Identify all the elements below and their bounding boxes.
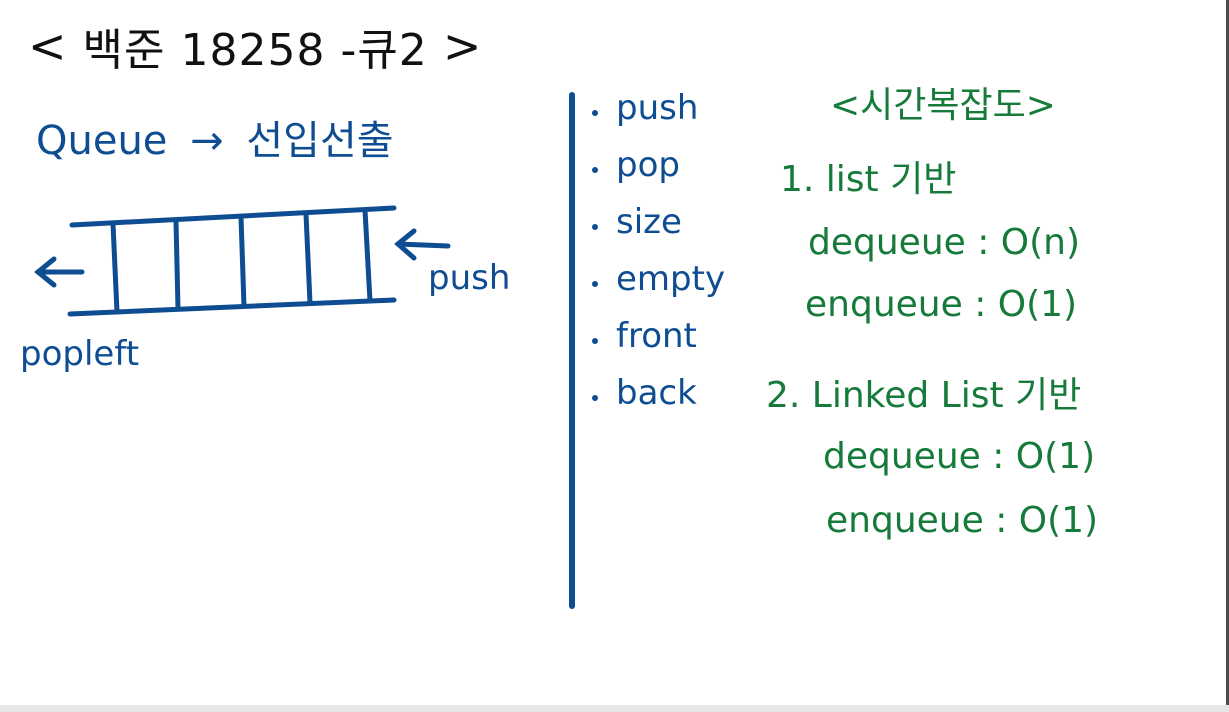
push-arrow-icon bbox=[394, 228, 451, 261]
title-close-bracket: > bbox=[442, 19, 483, 73]
list-item: size bbox=[590, 202, 725, 259]
right-arrow-icon: → bbox=[190, 118, 224, 164]
list-item: empty bbox=[590, 259, 725, 316]
operation-label: push bbox=[616, 88, 699, 128]
vertical-divider bbox=[569, 92, 575, 609]
push-label: push bbox=[428, 258, 511, 298]
title-text: 백준 18258 -큐2 bbox=[82, 25, 428, 76]
left-arrow-icon bbox=[34, 256, 85, 288]
bullet-icon bbox=[592, 281, 598, 287]
fifo-text: 선입선출 bbox=[246, 118, 394, 164]
queue-cell-divider bbox=[303, 211, 313, 306]
popleft-label: popleft bbox=[20, 334, 140, 374]
linked-list-enqueue: enqueue : O(1) bbox=[826, 500, 1099, 541]
list-based-heading: 1. list 기반 bbox=[780, 159, 957, 200]
window-edge-right bbox=[1226, 0, 1229, 712]
queue-bottom-line bbox=[67, 297, 397, 317]
queue-diagram bbox=[34, 205, 451, 317]
operation-label: front bbox=[616, 316, 697, 356]
operation-label: size bbox=[616, 202, 682, 242]
list-based-dequeue: dequeue : O(n) bbox=[808, 222, 1081, 263]
list-item: pop bbox=[590, 145, 725, 202]
page-title: < 백준 18258 -큐2 > bbox=[28, 14, 482, 78]
queue-cell-divider bbox=[110, 221, 120, 315]
list-item: push bbox=[590, 88, 725, 145]
complexity-title: <시간복잡도> bbox=[830, 85, 1056, 126]
linked-list-dequeue: dequeue : O(1) bbox=[823, 436, 1096, 477]
operation-label: empty bbox=[616, 259, 726, 299]
bullet-icon bbox=[592, 395, 598, 401]
operation-label: pop bbox=[616, 145, 680, 185]
bullet-icon bbox=[592, 224, 598, 230]
list-item: front bbox=[590, 316, 725, 373]
queue-heading: Queue → 선입선출 bbox=[36, 108, 394, 166]
queue-cell-divider bbox=[173, 218, 181, 312]
queue-word: Queue bbox=[36, 118, 168, 164]
bullet-icon bbox=[592, 110, 598, 116]
list-based-enqueue: enqueue : O(1) bbox=[805, 284, 1078, 325]
linked-list-heading: 2. Linked List 기반 bbox=[766, 375, 1082, 416]
queue-cell-divider bbox=[238, 214, 247, 309]
operation-label: back bbox=[616, 373, 697, 413]
bullet-icon bbox=[592, 167, 598, 173]
queue-top-line bbox=[69, 205, 397, 228]
operations-list: push pop size empty front back bbox=[590, 88, 725, 430]
bullet-icon bbox=[592, 338, 598, 344]
window-edge-bottom bbox=[0, 705, 1229, 712]
list-item: back bbox=[590, 373, 725, 430]
queue-cell-divider bbox=[362, 207, 373, 304]
title-open-bracket: < bbox=[28, 19, 68, 73]
